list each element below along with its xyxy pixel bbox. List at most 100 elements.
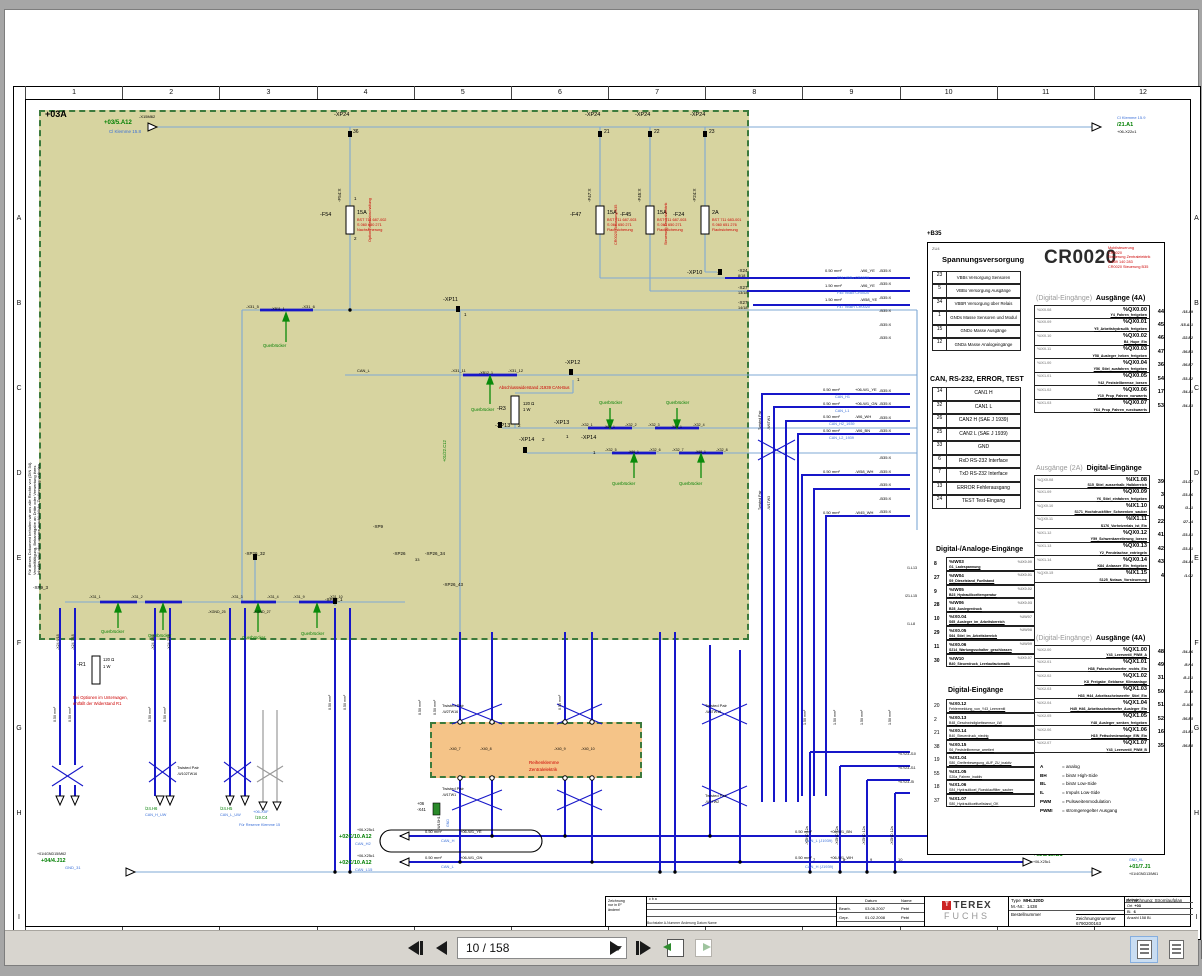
pin-number: 43 — [1158, 559, 1164, 565]
pin-number: 40 — [1158, 505, 1164, 511]
legend-key: PWM — [1040, 798, 1062, 807]
legend-row: IL= Impuls Low-Side — [1040, 789, 1117, 798]
signal-name: S9_Dieselstand_Fuellstand — [949, 579, 994, 583]
io-address: %IX0.15 — [949, 742, 966, 747]
analog-row: 10 %IX0.04 %IW07 S65_Ausleger_im_Arbeits… — [946, 612, 1035, 626]
signal-name: S125_Notaus_Vorsteuerung — [1099, 578, 1147, 582]
datum-label: Datum — [863, 898, 899, 903]
controller-tag: +B35 — [927, 231, 942, 237]
signal-name: Fehlermeldung_von_Y43_Leerventil — [949, 707, 1005, 711]
view-forward-arrow-icon — [703, 943, 711, 951]
signal-name: Y59_Schwenkarretierung_loesen — [1091, 537, 1147, 541]
cross-reference: /36.B3 — [1182, 350, 1193, 354]
signal-name: Y56_Stiel_ausfahren_freigeben — [1094, 367, 1147, 371]
io-address: %IX0.04 — [949, 614, 966, 619]
revision-row — [647, 910, 837, 917]
analog-row: 28 %IW06 %IX0.03 B28_Auslegerdruck — [946, 598, 1035, 612]
output-row: %IX1.00 %QX0.04 Y56_Stiel_ausfahren_frei… — [1034, 359, 1150, 373]
io-address: %IW05 — [949, 587, 964, 592]
io-address: %IX0.14 — [949, 728, 966, 733]
legend-key: BH — [1040, 772, 1062, 781]
alt-address: %IX1.02 — [1037, 388, 1051, 392]
io-address: %IX0.12 — [949, 701, 966, 706]
last-page-button[interactable] — [631, 936, 655, 960]
pin-number: 8 — [934, 561, 937, 567]
io-address: %QX0.03 — [1123, 346, 1147, 352]
io-address: %IX1.04 — [949, 755, 966, 760]
pin-label: VBBs Versorgung Sensoren — [947, 271, 1021, 284]
signal-name: K84_Anlasser_Ein_freigeben — [1097, 564, 1147, 568]
cross-reference: /23.A6 — [1182, 493, 1193, 497]
alt-address: %IX1.03 — [1037, 401, 1051, 405]
can-section-header: CAN, RS-232, ERROR, TEST — [930, 376, 1024, 383]
pin-number: 2 — [934, 717, 937, 723]
pin-number: 55 — [934, 771, 940, 777]
anlage-area: Anlage Ort +03 Bl. 6 Anzahl 158 Bl. — [1124, 897, 1193, 926]
next-page-button[interactable] — [603, 936, 627, 960]
alt-address: %IX0.07 — [1018, 656, 1032, 660]
previous-page-button[interactable] — [429, 936, 453, 960]
single-page-layout-button[interactable] — [1130, 936, 1158, 963]
signal-name: B23_Hydraulikoeltemperatur — [949, 593, 997, 597]
signal-name: H45_H46_Arbeitsscheinwerfer_Ausleger_Ein — [1070, 707, 1147, 711]
io-address: %QX0.05 — [1123, 373, 1147, 379]
pin-number: 14 — [932, 387, 947, 401]
output-row: %IX1.12 %QX0.12 Y59_Schwenkarretierung_l… — [1034, 529, 1150, 543]
io-address: %IW03 — [949, 559, 964, 564]
output-row: %IX2.06 %QX1.06 H15_Fettschmieranlage_EI… — [1034, 726, 1150, 740]
can-row: 26 CAN2 H (SAE J 1939) — [932, 414, 1021, 428]
view-back-button[interactable] — [663, 937, 687, 959]
cross-reference: /15.A11 — [1181, 323, 1193, 327]
pin-number: 36 — [1158, 362, 1164, 368]
can-row: 33 GND — [932, 441, 1021, 455]
digital-table: 20 %IX0.12 Fehlermeldung_von_Y43_Leerven… — [946, 699, 1035, 807]
pin-number: 42 — [1158, 546, 1164, 552]
pin-number: 1 — [932, 311, 947, 324]
io-address: %IX1.11 — [1126, 516, 1147, 522]
first-page-button[interactable] — [403, 936, 427, 960]
signal-name: S64_Stiel_im_Arbeitsbereich — [949, 634, 997, 638]
pin-number: 24 — [932, 495, 947, 509]
alt-address: %IX1.12 — [1037, 531, 1051, 535]
output-row: %QX0.10 %IX1.10 S171_Hochdruckfilter_Sch… — [1034, 502, 1150, 516]
legend-row: PWM= Pulsweitenmodulation — [1040, 798, 1117, 807]
pin-number: 16 — [1158, 729, 1164, 735]
pin-number: 9 — [934, 589, 937, 595]
cross-reference: /36.B7 — [1182, 363, 1193, 367]
facing-layout-button[interactable] — [1194, 936, 1202, 963]
can-row: 7 TxD RS-232 Interface — [932, 468, 1021, 482]
alt-address: %IX0.03 — [1018, 601, 1032, 605]
output-row: %IX0.09 %QX0.01 Y5_Arbeitshydraulik_frei… — [1034, 319, 1150, 333]
alt-address: %IX1.14 — [1037, 558, 1051, 562]
pin-label: RxD RS-232 Interface — [947, 455, 1021, 469]
brand-area: T TEREX FUCHS — [924, 897, 1009, 926]
pin-number: 34 — [932, 298, 947, 311]
alt-address: %IX0.11 — [1037, 347, 1051, 351]
pin-number: 23 — [932, 271, 947, 284]
continuous-layout-button[interactable] — [1162, 936, 1190, 963]
terex-logo-icon: T — [942, 901, 951, 910]
signal-name: S20a_Fahren_inaktiv — [949, 775, 982, 779]
output-row: %IX2.02 %QX1.02 K8_Freigabe_Geblaese_Kli… — [1034, 672, 1150, 686]
mnr-value: 1438 — [1027, 904, 1037, 909]
out4b-header-right: Ausgänge (4A) — [1096, 635, 1145, 642]
title-block: Zeichnung nur in E² ändern! c b a Buchst… — [605, 896, 1191, 927]
pin-number: 39 — [1158, 479, 1164, 485]
signal-name: Y48_Ausleger_senken_freigeben — [1091, 721, 1147, 725]
legend-value: = binär High-Side — [1062, 773, 1098, 778]
cross-reference: /2.A10 — [1182, 703, 1193, 707]
signal-name: S214_Wartungsschalter_geschlossen — [949, 648, 1012, 652]
view-forward-button[interactable] — [691, 937, 715, 959]
pin-label: GNDo Masse Ausgänge — [947, 325, 1021, 338]
alt-address: %QX0.11 — [1037, 517, 1053, 521]
can-row: 14 CAN1 H — [932, 387, 1021, 401]
signal-name: B40_Steuerdruck_Leerlaufautomatik — [949, 662, 1010, 666]
pin-number: 4 — [1161, 573, 1164, 579]
io-address: %QX1.04 — [1123, 700, 1147, 706]
can-row: 13 ERROR Fehlerausgang — [932, 482, 1021, 496]
legend-key: A — [1040, 763, 1062, 772]
cross-reference: /21.D7 — [1182, 480, 1193, 484]
page-number-combobox[interactable]: 10 / 158 — [457, 937, 627, 959]
io-address: %QX0.09 — [1123, 489, 1147, 495]
output-row: %IX0.11 %QX0.03 Y58_Ausleger_heben_freig… — [1034, 346, 1150, 360]
